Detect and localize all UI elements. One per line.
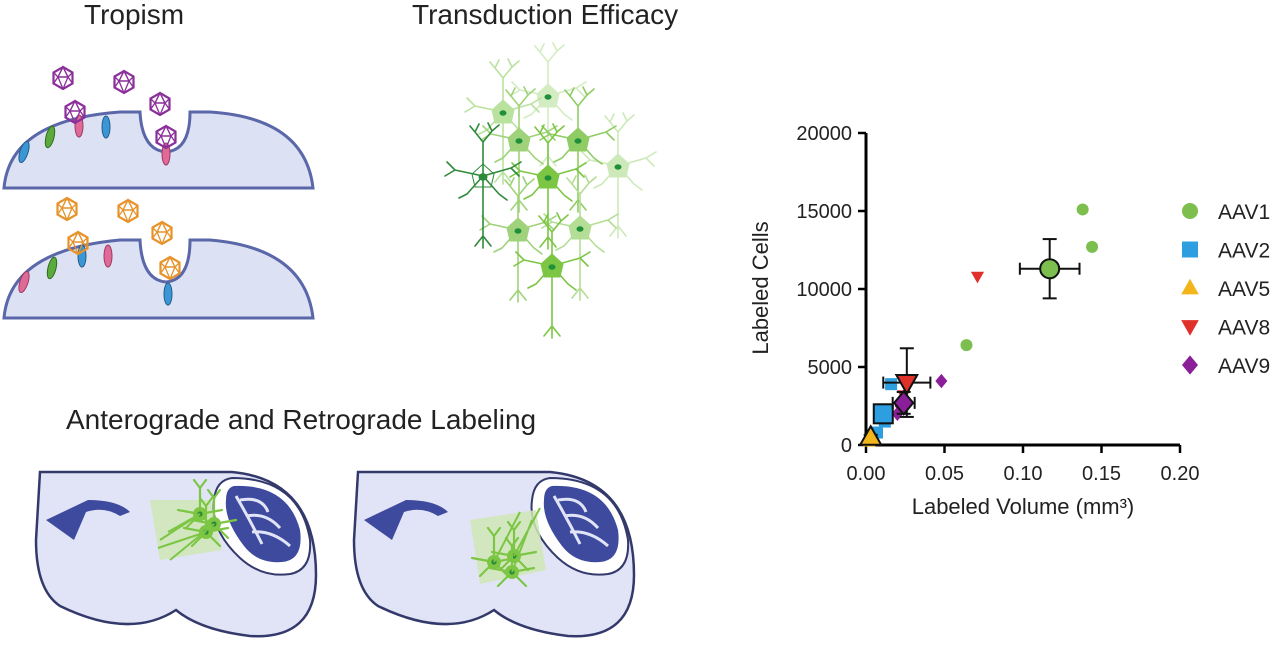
cell-top [2, 65, 315, 190]
chart-marks [858, 203, 1099, 447]
x-tick-label: 0.10 [1004, 463, 1043, 485]
y-axis-label: Labeled Cells [748, 221, 773, 354]
tropism-title: Tropism [84, 0, 185, 30]
y-tick-label: 0 [841, 435, 852, 457]
x-tick-label: 0.20 [1161, 463, 1200, 485]
legend-marker [1182, 355, 1198, 375]
x-tick-label: 0.05 [925, 463, 964, 485]
legend-marker [1181, 278, 1199, 295]
x-tick-label: 0.00 [847, 463, 886, 485]
x-axis-label: Labeled Volume (mm³) [912, 494, 1135, 519]
mean-point [872, 403, 894, 425]
y-tick-label: 15000 [796, 201, 852, 223]
brain-anterograde [34, 470, 318, 638]
cell-bottom [2, 196, 315, 320]
mean-point [1039, 258, 1061, 280]
transduction-illustration [444, 42, 657, 339]
y-tick-label: 20000 [796, 123, 852, 145]
x-tick-label: 0.15 [1082, 463, 1121, 485]
data-point [1086, 240, 1099, 253]
data-point [1076, 203, 1089, 216]
tropism-illustration [2, 65, 315, 320]
transduction-title: Transduction Efficacy [412, 0, 679, 30]
legend-label: AAV5 [1218, 278, 1270, 301]
data-point [970, 271, 985, 284]
brain-retrograde [352, 470, 636, 638]
legend-label: AAV9 [1218, 355, 1270, 378]
mean-point [858, 424, 883, 446]
labeling-title: Anterograde and Retrograde Labeling [66, 404, 537, 435]
legend-label: AAV1 [1218, 201, 1270, 224]
mean-point [894, 374, 919, 396]
data-point [960, 339, 973, 352]
chart-axes: 0.00 0.05 0.10 0.15 0.20 0 5000 10000 15000 20000 [796, 123, 1199, 485]
data-point [885, 378, 898, 391]
data-point [935, 373, 948, 389]
legend-label: AAV8 [1218, 317, 1270, 340]
y-tick-label: 5000 [808, 357, 853, 379]
legend-marker [1182, 203, 1198, 219]
mean-point [892, 389, 915, 416]
legend-label: AAV2 [1218, 240, 1270, 263]
legend-marker [1181, 320, 1199, 336]
y-tick-label: 10000 [796, 279, 852, 301]
legend-marker [1182, 241, 1198, 258]
